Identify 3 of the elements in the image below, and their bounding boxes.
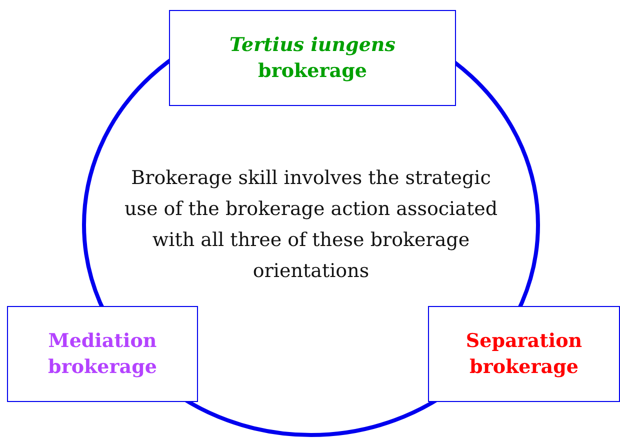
description-text: Brokerage skill involves the strategic use of the brokerage action associated with all three of these brokerage orientations xyxy=(124,166,498,284)
label-box: Separation brokerage xyxy=(428,306,620,402)
label-box: Mediation brokerage xyxy=(7,306,198,402)
